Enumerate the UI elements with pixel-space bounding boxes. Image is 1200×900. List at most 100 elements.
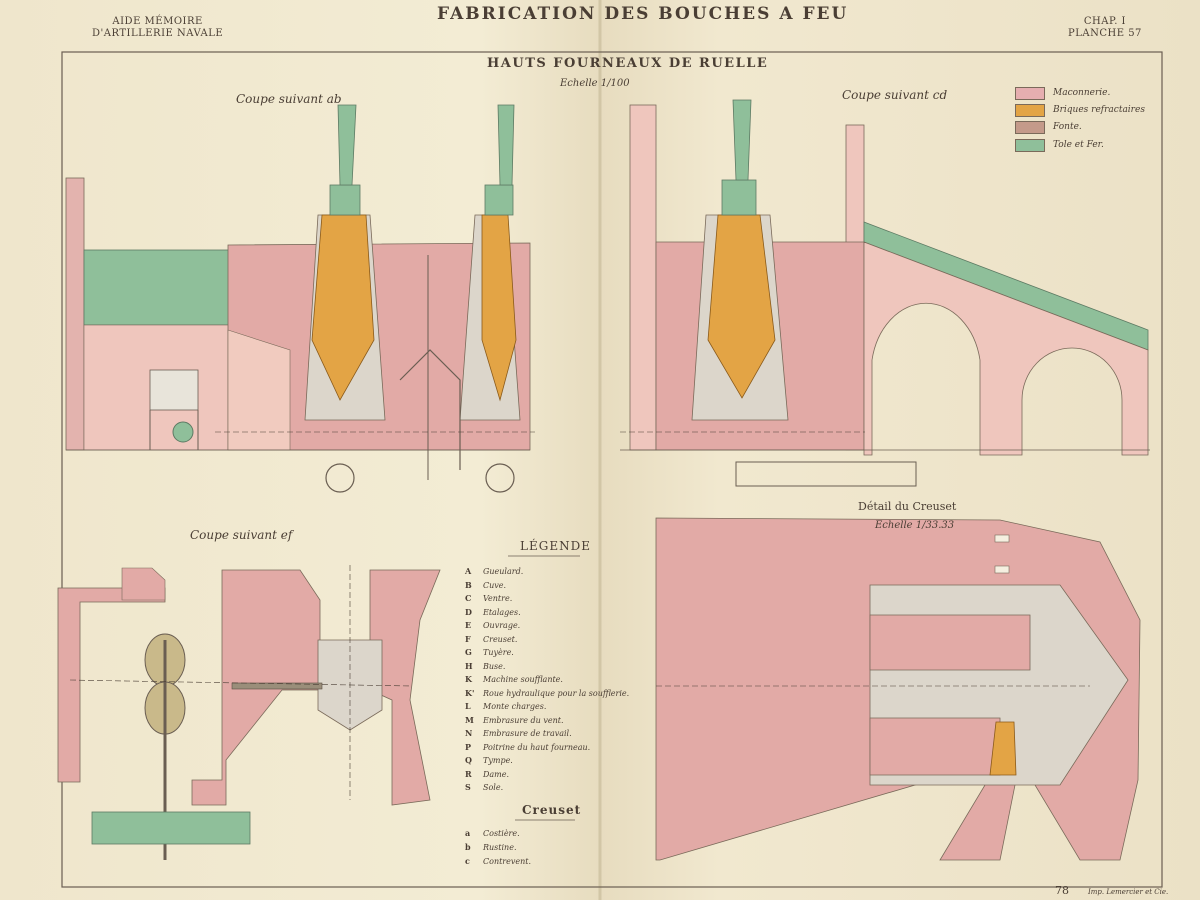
legend-key: C <box>465 593 472 603</box>
creuset-legend-text: Costière. <box>483 829 520 838</box>
plan-pier <box>121 567 166 601</box>
green-roof <box>83 249 233 326</box>
right-chimney-left <box>629 104 657 451</box>
tunnel-arch-2 <box>485 463 515 493</box>
legend-text: Tuyère. <box>483 648 514 657</box>
legend-key: D <box>465 606 472 617</box>
header-right: CHAP. I PLANCHE 57 <box>1068 16 1142 40</box>
legend-item: H Buse. <box>465 661 505 671</box>
material-label-refractory: Briques refractaires <box>1053 105 1145 115</box>
crucible-tympe <box>989 721 1017 776</box>
view-label-crucible: Détail du Creuset <box>858 500 957 513</box>
plate-title: FABRICATION DES BOUCHES A FEU <box>437 4 849 24</box>
legend-title: LÉGENDE <box>520 539 591 553</box>
legend-text: Dame. <box>483 769 510 779</box>
legend-key: Q <box>465 755 472 765</box>
swatch-masonry <box>1015 87 1045 100</box>
blast-pipe <box>399 349 461 470</box>
left-chimney <box>65 177 85 451</box>
stack-2 <box>497 104 515 186</box>
legend-item: A Gueulard. <box>465 566 523 576</box>
swatch-sheet-iron <box>1015 139 1045 152</box>
view-label-ab: Coupe suivant ab <box>236 92 342 106</box>
section-cd-drawing <box>620 99 1150 487</box>
throat-hood-1 <box>329 184 361 216</box>
legend-key: E <box>465 620 472 630</box>
legend-item: K' Roue hydraulique pour la soufflerie. <box>465 688 629 698</box>
legend-text: Etalages. <box>483 607 521 617</box>
page-number: 78 <box>1055 884 1069 897</box>
header-left-line1: AIDE MÉMOIRE <box>112 16 203 27</box>
crucible-block-e <box>869 614 1031 671</box>
legend-text: Ventre. <box>483 594 513 603</box>
legend-text: Embrasure de travail. <box>483 729 572 738</box>
legend-text: Machine soufflante. <box>483 675 563 684</box>
printer-credit: Imp. Lemercier et Cie. <box>1088 888 1169 896</box>
legend-key: N <box>465 728 473 738</box>
arched-ramp <box>863 241 1149 456</box>
vent-hole-1 <box>994 534 1010 543</box>
creuset-legend-title: Creuset <box>522 803 582 817</box>
legend-text: Monte charges. <box>483 702 547 711</box>
legend-key: K' <box>465 687 475 698</box>
legend-text: Gueulard. <box>483 567 524 576</box>
crucible-detail-drawing <box>655 517 1141 861</box>
creuset-legend-item: b Rustine. <box>465 842 516 852</box>
section-ef-drawing <box>57 565 441 860</box>
blowing-engine-k <box>149 369 199 450</box>
legend-key: A <box>465 566 472 576</box>
throat-hood-cd <box>721 179 757 216</box>
legend-item: P Poitrine du haut fourneau. <box>465 742 590 752</box>
plan-wall-left <box>57 587 166 783</box>
stack-1 <box>337 104 357 186</box>
axis-line-horizontal <box>69 679 411 687</box>
header-left-line2: D'ARTILLERIE NAVALE <box>92 28 224 39</box>
header-right-line2: PLANCHE 57 <box>1068 28 1142 39</box>
creuset-legend-text: Contrevent. <box>483 857 532 866</box>
view-label-ef: Coupe suivant ef <box>190 528 293 542</box>
legend-item: R Dame. <box>465 769 509 779</box>
legend-key: H <box>465 660 473 671</box>
material-label-masonry: Maconnerie. <box>1053 88 1111 98</box>
throat-hood-2 <box>484 184 514 216</box>
legend-key: M <box>465 714 474 725</box>
creuset-legend-key: c <box>465 856 470 866</box>
creuset-legend-text: Rustine. <box>483 843 517 852</box>
swatch-cast-iron <box>1015 121 1045 134</box>
tuyere-pipe <box>231 682 323 690</box>
material-label-sheet-iron: Tole et Fer. <box>1053 140 1104 150</box>
stack-cd <box>732 99 752 181</box>
tunnel-arch-1 <box>325 463 355 493</box>
legend-item: N Embrasure de travail. <box>465 728 572 738</box>
header-left: AIDE MÉMOIRE D'ARTILLERIE NAVALE <box>92 16 223 40</box>
plate-subtitle: HAUTS FOURNEAUX DE RUELLE <box>487 56 769 71</box>
material-label-cast-iron: Fonte. <box>1053 122 1082 132</box>
foundation-plan <box>735 461 917 487</box>
legend-key: K <box>465 674 472 684</box>
legend-key: P <box>465 741 472 752</box>
legend-text: Poitrine du haut fourneau. <box>483 742 591 752</box>
vent-hole-2 <box>994 565 1010 574</box>
legend-item: D Etalages. <box>465 607 521 617</box>
main-scale: Echelle 1/100 <box>560 78 630 89</box>
section-ab-drawing <box>65 104 535 493</box>
legend-key: R <box>465 768 472 779</box>
legend-text: Roue hydraulique pour la soufflerie. <box>483 688 630 698</box>
legend-item: K Machine soufflante. <box>465 674 563 684</box>
legend-text: Cuve. <box>483 580 507 590</box>
legend-text: Buse. <box>483 661 506 671</box>
header-right-line1: CHAP. I <box>1083 16 1127 27</box>
creuset-legend-key: b <box>465 842 471 852</box>
swatch-refractory <box>1015 104 1045 117</box>
legend-key: L <box>465 701 471 711</box>
crucible-scale: Echelle 1/33.33 <box>875 520 955 531</box>
legend-item: L Monte charges. <box>465 701 546 711</box>
view-label-cd: Coupe suivant cd <box>842 88 948 102</box>
